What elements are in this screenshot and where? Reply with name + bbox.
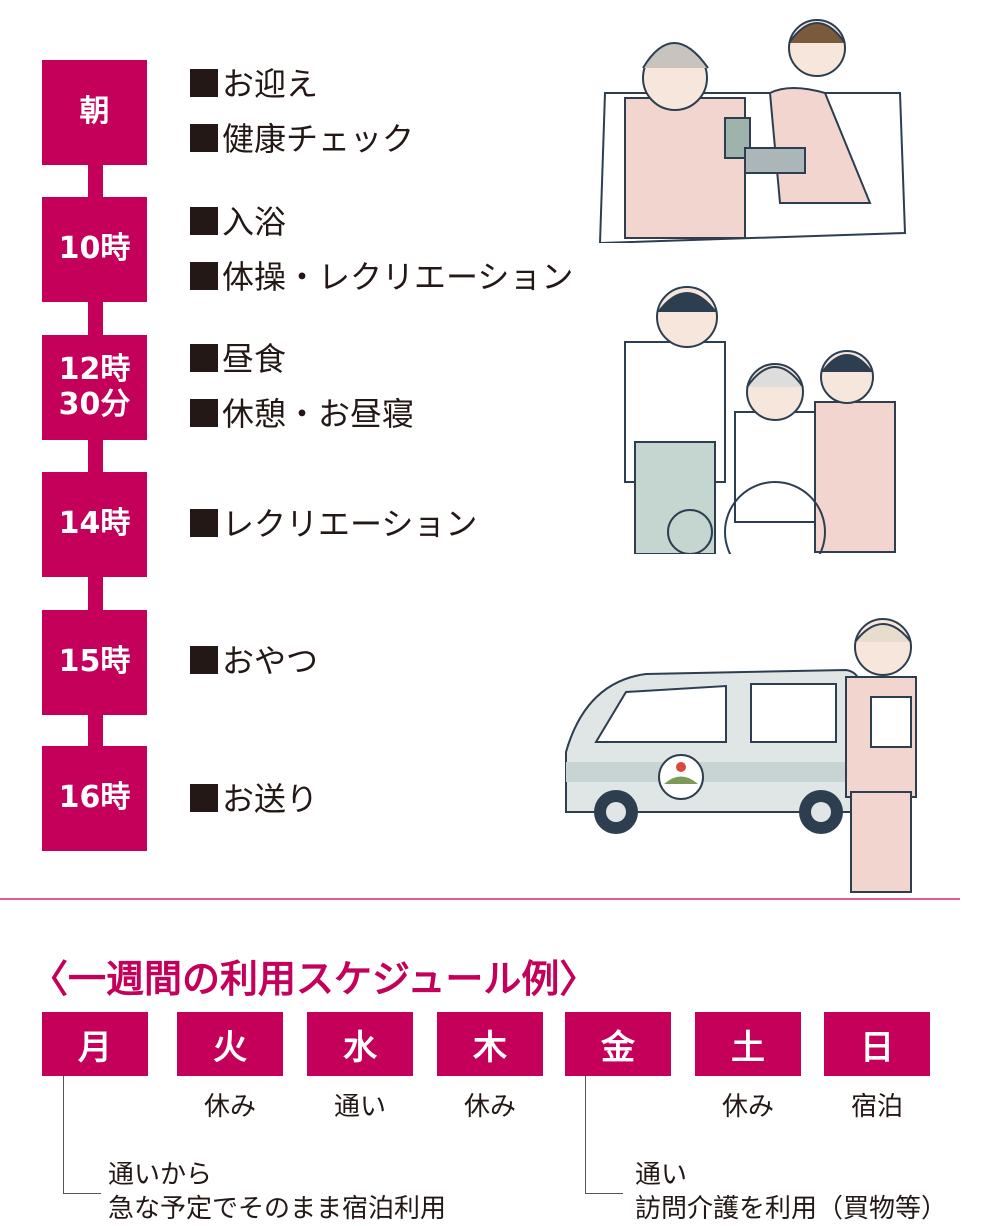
day-status: 通い: [333, 1092, 386, 1122]
time-box-1230: 12時 30分: [42, 335, 147, 440]
activity-label: おやつ: [222, 642, 319, 680]
weekly-title: 〈一週間の利用スケジュール例〉: [30, 957, 598, 1001]
activity: 昼食: [190, 343, 286, 375]
bracket-line: [585, 1076, 586, 1193]
square-bullet-icon: [190, 69, 218, 97]
activity: おやつ: [190, 645, 318, 677]
square-bullet-icon: [190, 509, 218, 537]
time-box-15: 15時: [42, 610, 147, 715]
section-divider: [0, 898, 960, 900]
note-line: 訪問介護を利用（買物等）: [635, 1194, 948, 1224]
day-label: 水: [343, 1027, 377, 1068]
recreation-illustration: [624, 286, 896, 554]
time-box-14: 14時: [42, 472, 147, 577]
car-and-staff-illustration: [565, 618, 917, 893]
activity-label: 入浴: [222, 203, 287, 241]
day-label: 月: [78, 1027, 112, 1068]
square-bullet-icon: [190, 344, 218, 372]
monday-note: 通いから 急な予定でそのまま宿泊利用: [108, 1158, 446, 1226]
activity-label: 体操・レクリエーション: [222, 258, 574, 296]
activity: 休憩・お昼寝: [190, 398, 414, 430]
day-status: 休み: [203, 1092, 256, 1122]
activity-label: 休憩・お昼寝: [222, 395, 415, 433]
day-label: 日: [860, 1027, 894, 1068]
time-label: 15時: [58, 644, 131, 680]
activity-label: お送り: [222, 780, 319, 818]
day-fri: 金: [565, 1012, 671, 1076]
square-bullet-icon: [190, 784, 218, 812]
activity-label: お迎え: [222, 65, 319, 103]
day-wed: 水: [307, 1012, 413, 1076]
time-label: 朝: [79, 94, 110, 130]
activity-label: 昼食: [222, 340, 287, 378]
activity: お送り: [190, 783, 318, 815]
day-label: 火: [213, 1027, 247, 1068]
activity-label: レクリエーション: [222, 505, 478, 543]
friday-note: 通い 訪問介護を利用（買物等）: [635, 1158, 947, 1226]
activity: 体操・レクリエーション: [190, 261, 573, 293]
day-mon: 月: [42, 1012, 148, 1076]
square-bullet-icon: [190, 207, 218, 235]
day-status: 休み: [463, 1092, 516, 1122]
health-check-illustration: [598, 19, 907, 243]
bracket-line: [63, 1076, 64, 1193]
day-label: 金: [601, 1027, 635, 1068]
time-label: 16時: [58, 780, 131, 816]
day-tue: 火: [177, 1012, 283, 1076]
square-bullet-icon: [190, 124, 218, 152]
day-sun: 日: [824, 1012, 930, 1076]
activity-label: 健康チェック: [222, 120, 415, 158]
note-line: 通いから: [108, 1160, 213, 1190]
square-bullet-icon: [190, 262, 218, 290]
time-label: 10時: [58, 231, 131, 267]
square-bullet-icon: [190, 399, 218, 427]
time-label: 12時 30分: [58, 352, 131, 422]
day-thu: 木: [437, 1012, 543, 1076]
activity: 入浴: [190, 206, 286, 238]
day-sat: 土: [695, 1012, 801, 1076]
day-label: 土: [731, 1027, 765, 1068]
note-line: 急な予定でそのまま宿泊利用: [108, 1194, 447, 1224]
activity: レクリエーション: [190, 508, 477, 540]
bracket-line: [63, 1193, 101, 1194]
activity: 健康チェック: [190, 123, 414, 155]
day-label: 木: [473, 1027, 507, 1068]
square-bullet-icon: [190, 646, 218, 674]
time-label: 14時: [58, 506, 131, 542]
bracket-line: [585, 1193, 623, 1194]
activity: お迎え: [190, 68, 318, 100]
note-line: 通い: [635, 1160, 688, 1190]
day-status: 休み: [721, 1092, 774, 1122]
time-box-10: 10時: [42, 197, 147, 302]
time-box-morning: 朝: [42, 60, 147, 165]
day-status: 宿泊: [850, 1092, 903, 1122]
time-box-16: 16時: [42, 746, 147, 851]
